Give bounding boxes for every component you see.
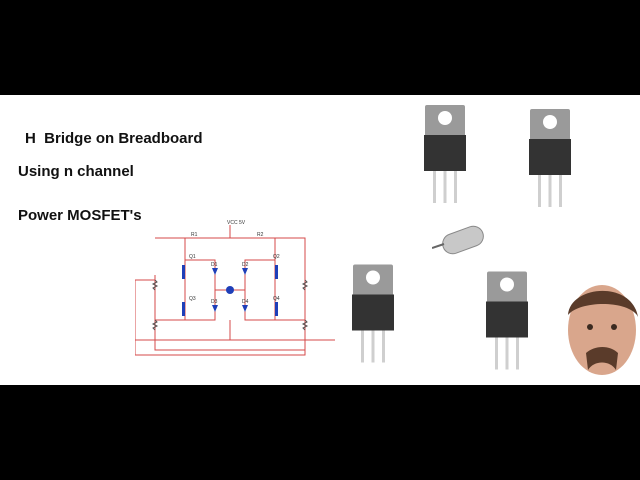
label-r2: R2: [257, 232, 264, 238]
h-bridge-schematic: VCC 5V R1 R2 Q1 Q2 Q3 Q4 D1 D2 D3 D4: [135, 220, 335, 356]
schematic-wires: [135, 225, 335, 356]
label-d2: D2: [242, 262, 249, 268]
label-d4: D4: [242, 299, 249, 305]
motor-symbol: [226, 286, 234, 294]
transistor-q4: [275, 302, 278, 316]
dc-motor-image: [432, 225, 484, 255]
mosfet-image-1: [424, 105, 466, 203]
schematic-resistors: [151, 279, 309, 331]
label-d3: D3: [211, 299, 218, 305]
title-line-3: Power MOSFET's: [18, 207, 142, 224]
label-r1: R1: [191, 232, 198, 238]
mosfet-lead: [443, 171, 447, 203]
transistor-q3: [182, 302, 185, 316]
schematic-components: [182, 265, 278, 316]
mosfet-image-2: [529, 109, 571, 207]
transistor-q1: [182, 265, 185, 279]
mosfet-image-4: [486, 271, 528, 370]
diode-d2: [242, 268, 248, 275]
diode-d4: [242, 305, 248, 312]
presenter-photo: [568, 285, 638, 375]
label-d1: D1: [211, 262, 218, 268]
title-line-1: H Bridge on Breadboard: [25, 130, 203, 147]
mosfet-image-3: [352, 264, 394, 363]
label-q4: Q4: [273, 296, 280, 302]
transistor-q2: [275, 265, 278, 279]
diode-d1: [212, 268, 218, 275]
mosfet-body: [424, 135, 466, 171]
label-q3: Q3: [189, 296, 196, 302]
label-vcc: VCC: [227, 220, 238, 226]
mosfet-hole: [438, 111, 452, 125]
mosfet-lead: [433, 171, 436, 203]
diode-d3: [212, 305, 218, 312]
label-q2: Q2: [273, 254, 280, 260]
content-frame: H Bridge on Breadboard Using n channel P…: [0, 95, 640, 385]
mosfet-lead: [454, 171, 457, 203]
title-line-2: Using n channel: [18, 163, 134, 180]
label-q1: Q1: [189, 254, 196, 260]
label-5v: 5V: [239, 220, 246, 226]
